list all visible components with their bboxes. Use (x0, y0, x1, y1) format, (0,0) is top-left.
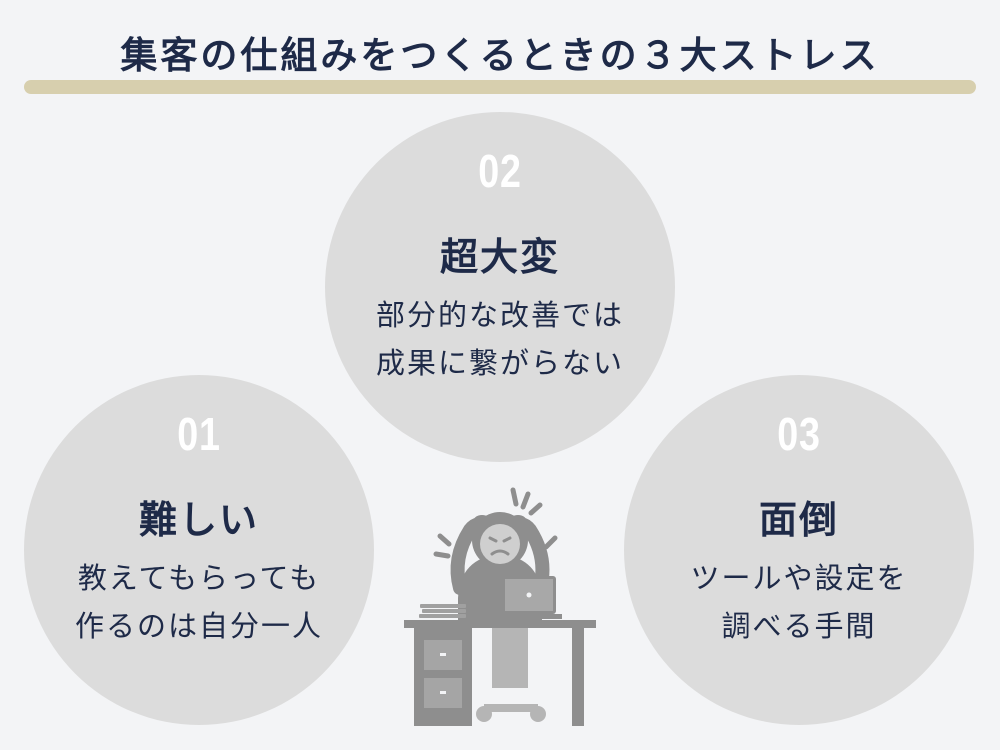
stress-description-line: ツールや設定を (690, 561, 908, 595)
stress-heading: 難しい (138, 498, 259, 542)
stress-description-line: 作るのは自分一人 (74, 609, 323, 643)
stress-heading: 面倒 (758, 498, 839, 542)
desk (404, 620, 596, 628)
stress-number: 01 (177, 408, 221, 460)
title-underline (24, 80, 976, 94)
stress-description-line: 部分的な改善では (375, 298, 624, 332)
stress-circle-03: 03 面倒 ツールや設定を 調べる手間 (624, 375, 974, 725)
stressed-person-at-desk-illustration (404, 487, 596, 726)
page-title: 集客の仕組みをつくるときの３大ストレス (120, 34, 880, 77)
stress-description-line: 教えてもらっても (77, 561, 321, 595)
title-area: 集客の仕組みをつくるときの３大ストレス (0, 30, 1000, 94)
paper-stack-icon (419, 604, 466, 618)
stress-number: 03 (777, 408, 821, 460)
stress-lines-icon (433, 487, 558, 559)
stress-description-line: 調べる手間 (721, 609, 877, 643)
stress-description-line: 成果に繋がらない (375, 346, 624, 380)
stress-number: 02 (478, 145, 522, 197)
stress-heading: 超大変 (439, 235, 560, 279)
stress-circle-01: 01 難しい 教えてもらっても 作るのは自分一人 (24, 375, 374, 725)
stress-circle-02: 02 超大変 部分的な改善では 成果に繋がらない (325, 112, 675, 462)
